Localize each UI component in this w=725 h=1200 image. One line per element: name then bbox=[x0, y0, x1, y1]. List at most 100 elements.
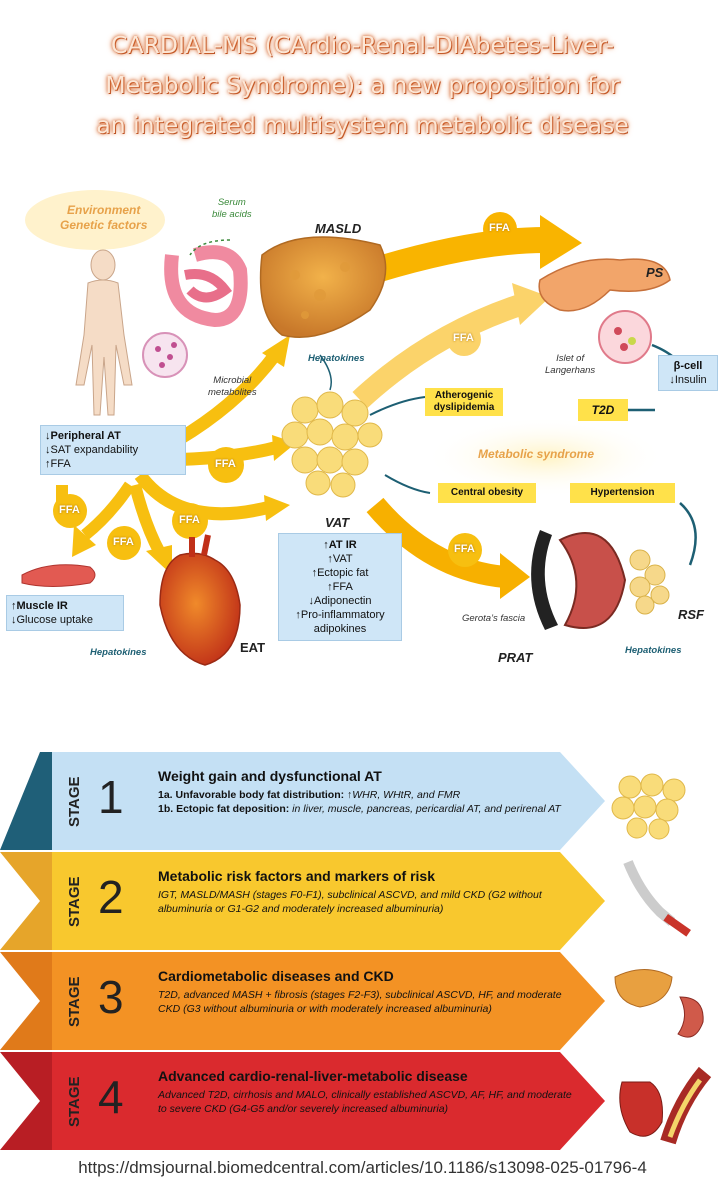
stage-1b-label: 1b. Ectopic fat deposition: bbox=[158, 803, 290, 815]
stage-3-arrow bbox=[40, 952, 605, 1050]
stage-2-heading: Metabolic risk factors and markers of ri… bbox=[158, 868, 435, 884]
microbial-metabolites-label: Microbial metabolites bbox=[208, 375, 257, 399]
cardial-ms-diagram: Environment Genetic factors Serum bile a… bbox=[0, 185, 725, 715]
ffa-increase-line: ↑FFA bbox=[45, 458, 71, 470]
stage-3-liver-icon bbox=[614, 969, 673, 1008]
stage-4-arrow bbox=[40, 1052, 605, 1150]
stage-4-number: 4 bbox=[98, 1071, 124, 1123]
stage-1-arrow bbox=[40, 752, 605, 850]
vat-box-line-2: ↑VAT bbox=[327, 553, 353, 565]
title-line-2: Metabolic Syndrome): a new proposition f… bbox=[105, 71, 620, 99]
peripheral-at-line: ↓Peripheral AT bbox=[45, 430, 121, 442]
ffa-label-1: FFA bbox=[215, 458, 236, 470]
stage-1-heading: Weight gain and dysfunctional AT bbox=[158, 768, 382, 784]
metabolites-label: metabolites bbox=[208, 387, 257, 398]
ffa-arrowhead-muscle bbox=[72, 525, 96, 557]
ffa-arrowhead-pancreas bbox=[540, 215, 582, 269]
stage-2-arrow bbox=[40, 852, 605, 950]
ffa-arrow-to-kidney bbox=[366, 497, 507, 588]
stage-2-tab bbox=[0, 852, 52, 950]
kidney-icon bbox=[558, 532, 627, 629]
ffa-arrowhead-vat-2 bbox=[264, 495, 290, 521]
ps-label: PS bbox=[646, 265, 664, 280]
title-line-3: an integrated multisystem metabolic dise… bbox=[96, 111, 629, 139]
ffa-arrowhead-heart bbox=[146, 545, 172, 575]
microbial-label: Microbial bbox=[213, 375, 252, 386]
source-url: https://dmsjournal.biomedcentral.com/art… bbox=[78, 1158, 647, 1177]
ffa-label-6: FFA bbox=[489, 222, 510, 234]
muscle-icon bbox=[21, 564, 96, 587]
sat-expandability-line: ↓SAT expandability bbox=[45, 444, 139, 456]
hepatokines-label-left: Hepatokines bbox=[90, 647, 147, 658]
ffa-arrow-vat-to-pancreas bbox=[352, 294, 524, 409]
stage-4-word: STAGE bbox=[66, 1076, 83, 1127]
insulin-line: ↓Insulin bbox=[669, 374, 707, 386]
stage-3-word: STAGE bbox=[66, 976, 83, 1027]
ffa-label-5: FFA bbox=[454, 543, 475, 555]
ffa-arrow-to-vat-2 bbox=[134, 471, 272, 521]
vat-box-line-3: ↑Ectopic fat bbox=[311, 567, 369, 579]
peripheral-at-box: ↓Peripheral AT ↓SAT expandability ↑FFA bbox=[40, 425, 186, 475]
ffa-label-4: FFA bbox=[113, 536, 134, 548]
ffa-label-7: FFA bbox=[453, 332, 474, 344]
hepatokines-label-top: Hepatokines bbox=[308, 353, 365, 364]
stage-4-heart-icon bbox=[619, 1081, 663, 1137]
environment-genetic-label: Environment Genetic factors bbox=[60, 203, 147, 233]
ffa-arrowhead-liver bbox=[262, 335, 290, 367]
gerotas-fascia-icon bbox=[531, 530, 558, 630]
eat-label: EAT bbox=[240, 640, 266, 655]
stage-1b-text: in liver, muscle, pancreas, pericardial … bbox=[289, 803, 561, 815]
stage-3-heading: Cardiometabolic diseases and CKD bbox=[158, 968, 394, 984]
genetic-factors-label: Genetic factors bbox=[60, 218, 148, 232]
atherogenic-line: Atherogenic bbox=[434, 390, 494, 401]
rsf-label: RSF bbox=[678, 607, 704, 622]
vat-effects-box: ↑AT IR ↑VAT ↑Ectopic fat ↑FFA ↓Adiponect… bbox=[278, 533, 402, 641]
vat-label: VAT bbox=[325, 515, 350, 530]
microbiota-icon bbox=[142, 332, 188, 378]
stage-3-body: T2D, advanced MASH + fibrosis (stages F2… bbox=[158, 989, 562, 1015]
ffa-label-2: FFA bbox=[179, 514, 200, 526]
title-line-1: CARDIAL-MS (CArdio-Renal-DIAbetes-Liver- bbox=[111, 31, 614, 59]
ffa-badge-3 bbox=[53, 494, 87, 528]
diagram-graphics bbox=[21, 190, 697, 666]
vat-box-line-4: ↑FFA bbox=[327, 581, 353, 593]
stage-3-tab bbox=[0, 952, 52, 1050]
gerotas-fascia-label: Gerota’s fascia bbox=[462, 613, 526, 624]
stage-1a-label: 1a. Unfavorable body fat distribution: bbox=[158, 789, 345, 801]
atherogenic-dyslipidemia-box: Atherogenic dyslipidemia bbox=[425, 388, 503, 416]
dyslipidemia-line: dyslipidemia bbox=[433, 402, 495, 413]
stage-1-number: 1 bbox=[98, 771, 124, 823]
islet-label: Islet of Langerhans bbox=[545, 353, 595, 377]
stage-4-band: STAGE 4 Advanced cardio-renal-liver-meta… bbox=[0, 1052, 725, 1150]
t2d-box: T2D bbox=[578, 399, 628, 421]
ffa-badge-2 bbox=[172, 503, 208, 539]
environment-glow bbox=[25, 190, 165, 250]
liver-icon bbox=[259, 236, 387, 338]
perirenal-fat-icon bbox=[629, 549, 670, 615]
ffa-badge-7 bbox=[447, 322, 481, 356]
blood-test-icon bbox=[623, 860, 691, 937]
pancreas-icon bbox=[538, 258, 671, 312]
stage-2-band: STAGE 2 Metabolic risk factors and marke… bbox=[0, 852, 725, 950]
muscle-ir-line: ↑Muscle IR bbox=[11, 600, 68, 612]
stage-2-number: 2 bbox=[98, 871, 124, 923]
masld-label: MASLD bbox=[315, 221, 362, 236]
stage-4-body: Advanced T2D, cirrhosis and MALO, clinic… bbox=[158, 1089, 572, 1115]
metabolic-syndrome-label: Metabolic syndrome bbox=[478, 447, 595, 461]
bile-acid-arrow bbox=[189, 239, 231, 256]
prat-label: PRAT bbox=[498, 650, 533, 665]
islet-of-label: Islet of bbox=[556, 353, 585, 364]
stage-4-tab bbox=[0, 1052, 52, 1150]
environment-label: Environment bbox=[67, 203, 141, 217]
stage-1-band: STAGE 1 Weight gain and dysfunctional AT… bbox=[0, 752, 725, 850]
metabolic-syndrome-glow bbox=[425, 417, 665, 497]
ffa-arrow-to-muscle bbox=[81, 481, 135, 540]
hepatokines-label-right: Hepatokines bbox=[625, 645, 682, 656]
glucose-uptake-line: ↓Glucose uptake bbox=[11, 614, 93, 626]
vat-adipocytes-icon bbox=[281, 391, 383, 498]
heart-icon bbox=[159, 552, 241, 666]
stage-1-adipocytes-icon bbox=[611, 773, 686, 840]
ffa-arrowhead-kidney bbox=[500, 553, 530, 599]
serum-bile-acids-label: Serum bile acids bbox=[212, 197, 252, 221]
stage-2-body: IGT, MASLD/MASH (stages F0-F1), subclini… bbox=[158, 889, 542, 915]
